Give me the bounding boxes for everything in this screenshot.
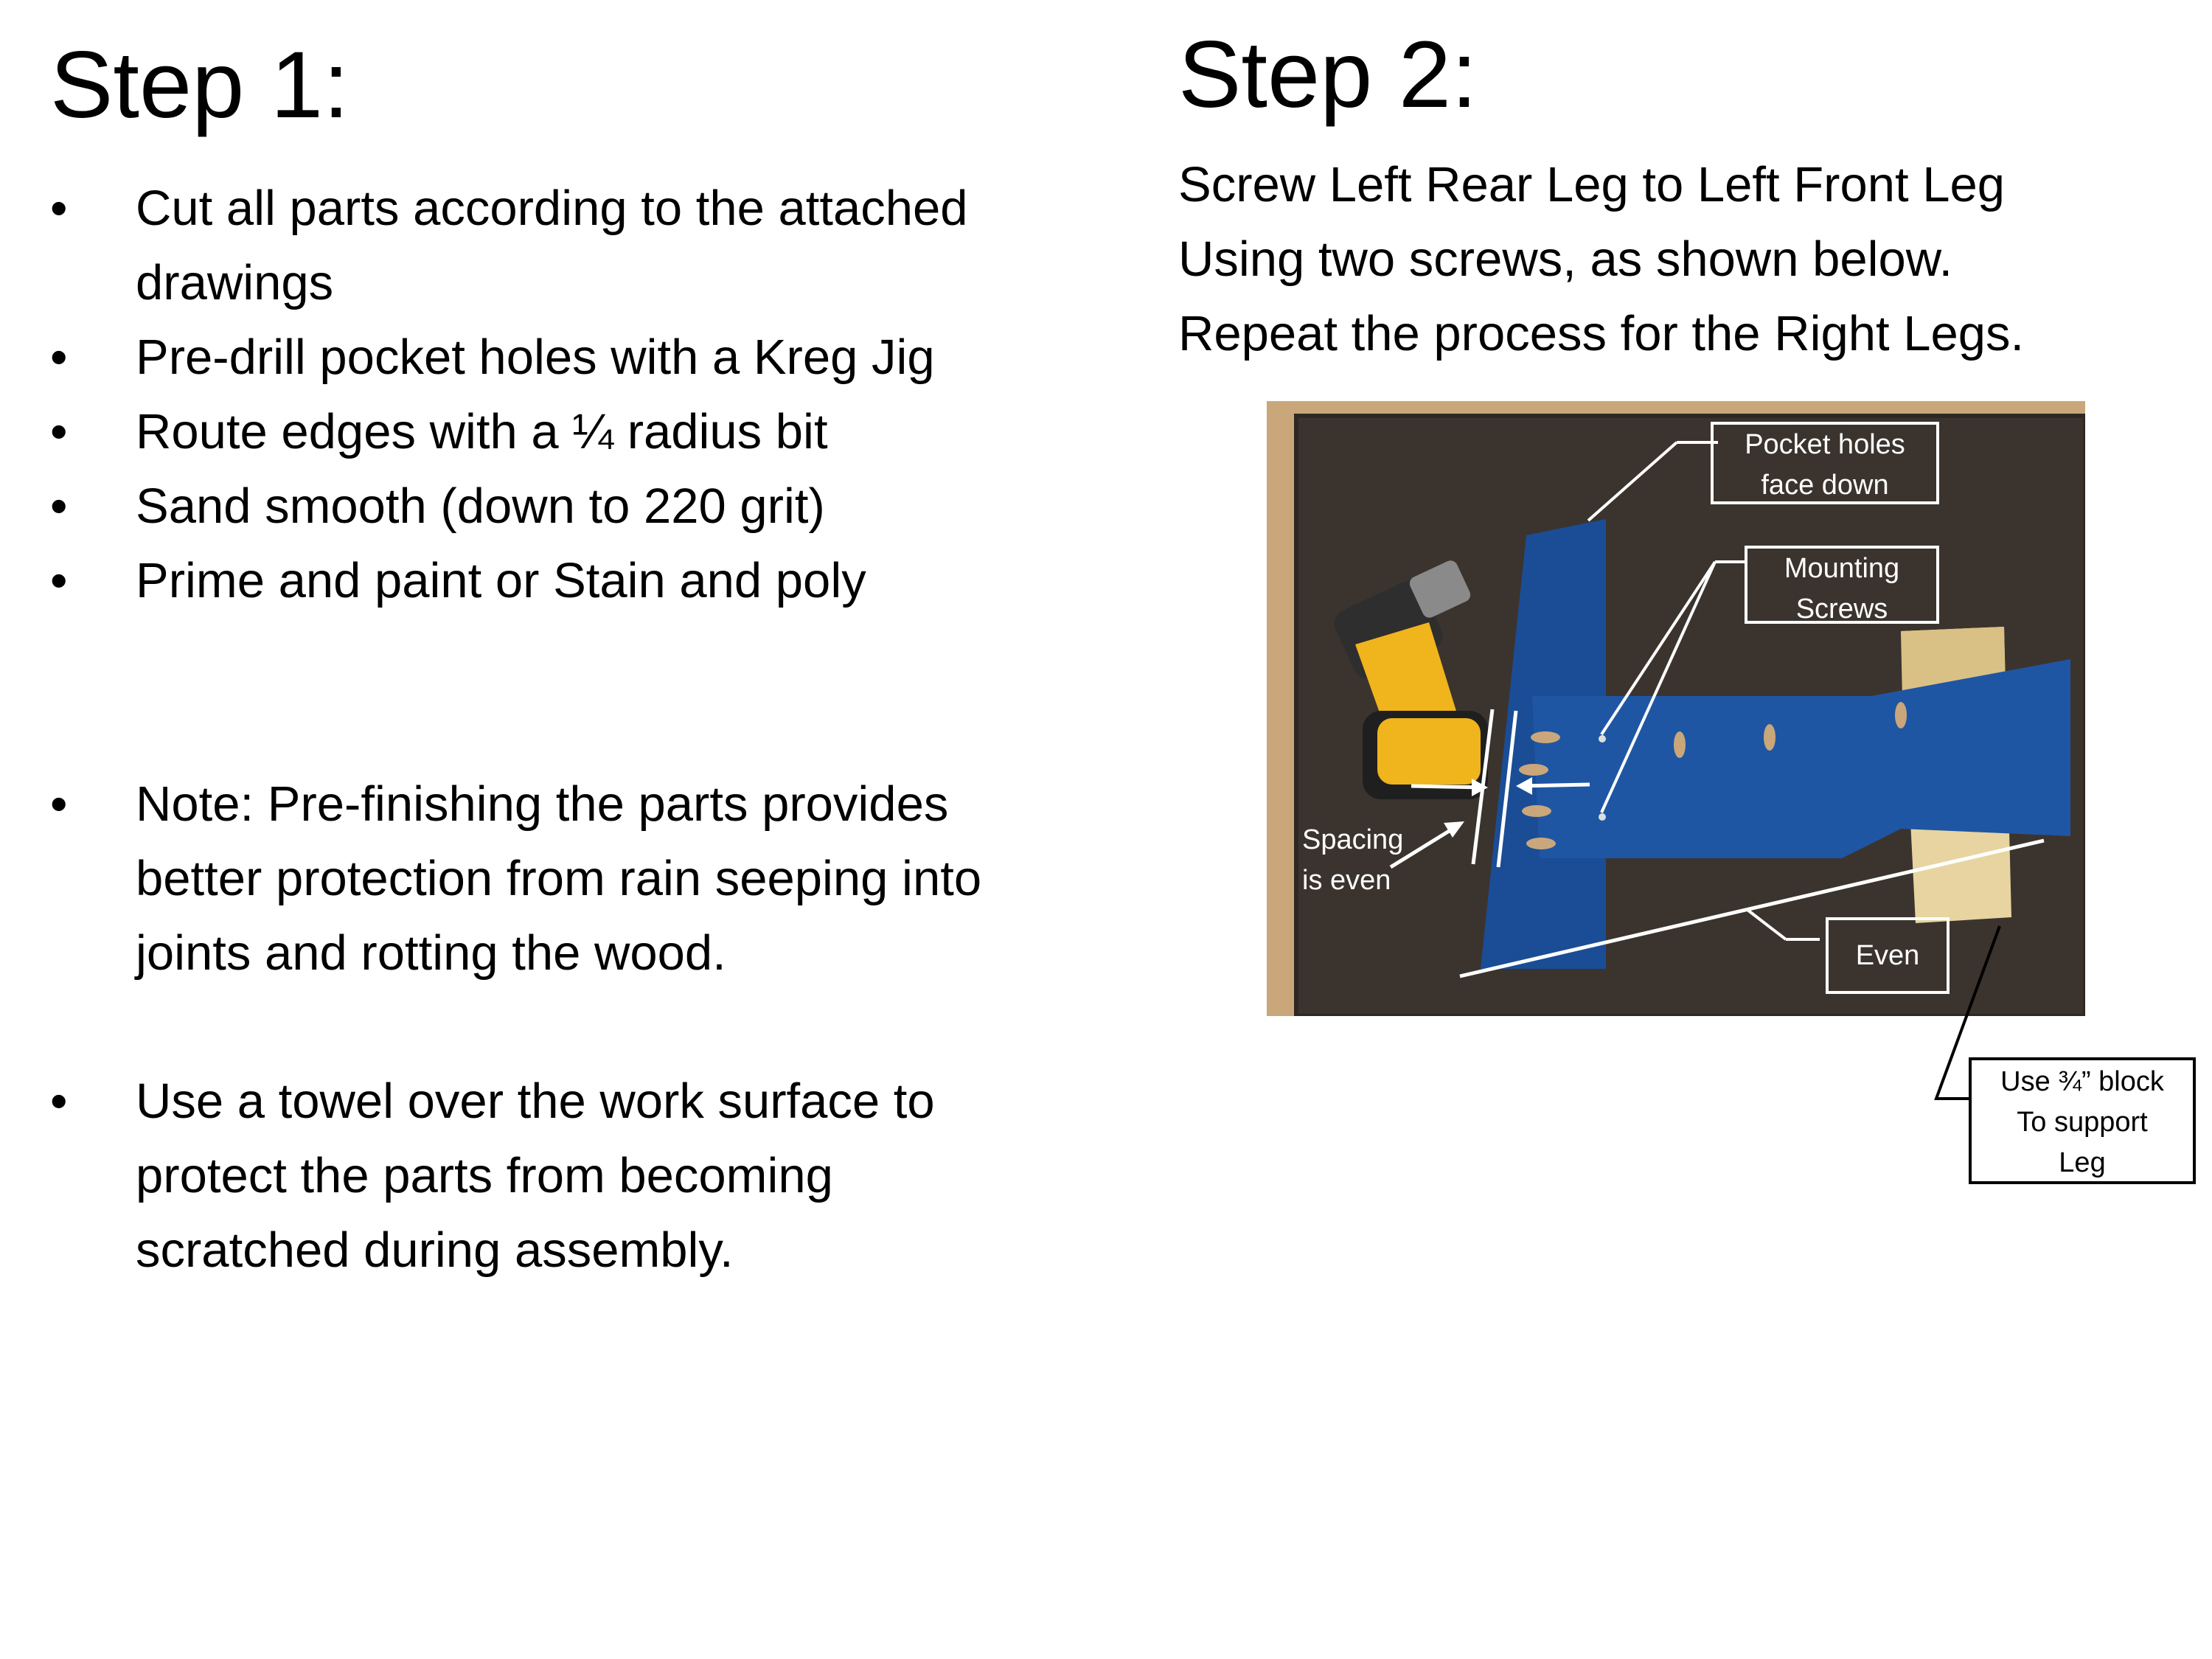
list-item: • Cut all parts according to the attache… [50, 171, 1016, 320]
bullet-dot: • [50, 479, 68, 534]
list-item: • Sand smooth (down to 220 grit) [50, 469, 1016, 543]
list-item: • Note: Pre-finishing the parts provides… [50, 767, 1016, 990]
list-item: • Route edges with a ¼ radius bit [50, 394, 1016, 469]
pocket-hole [1531, 731, 1560, 743]
callout-line: Use ¾” block [2000, 1066, 2164, 1097]
drill-battery-label [1377, 718, 1481, 785]
pocket-hole [1674, 731, 1686, 758]
callout-line: Leg [2059, 1147, 2106, 1178]
leader-line [1587, 441, 1678, 522]
bullet-text: Use a towel over the work surface to pro… [136, 1074, 935, 1278]
description-line: Screw Left Rear Leg to Left Front Leg [1178, 157, 2006, 212]
label-line: Pocket holes [1745, 429, 1905, 460]
pocket-hole [1895, 702, 1907, 728]
alignment-line [1459, 838, 2045, 978]
drill-chuck [1409, 560, 1471, 618]
spacing-arrowhead [1516, 777, 1532, 795]
spacing-label: Spacing is even [1302, 820, 1420, 901]
spacing-mark [1496, 710, 1518, 868]
pocket-hole [1522, 805, 1551, 817]
bullet-text: Pre-drill pocket holes with a Kreg Jig [136, 330, 935, 385]
pocket-holes-label: Pocket holes face down [1711, 422, 1939, 504]
mounting-screw [1599, 735, 1606, 742]
mounting-screw [1599, 813, 1606, 821]
bullet-dot: • [50, 181, 68, 236]
towel-edge [1294, 414, 2085, 1016]
label-line: Spacing [1302, 824, 1404, 855]
list-item: • Prime and paint or Stain and poly [50, 543, 1016, 618]
spacing-arrow [1389, 822, 1461, 869]
bullet-text: Prime and paint or Stain and poly [136, 553, 866, 608]
leader-line [1746, 908, 1787, 941]
bullet-dot: • [50, 404, 68, 459]
spacing-arrowhead [1444, 821, 1464, 838]
bullet-dot: • [50, 776, 68, 832]
pocket-hole [1519, 764, 1548, 776]
even-label: Even [1826, 917, 1950, 994]
label-line: Mounting [1784, 553, 1900, 584]
step1-title: Step 1: [50, 32, 349, 138]
block-callout-box: Use ¾” block To support Leg [1969, 1057, 2196, 1184]
bullet-text: Route edges with a ¼ radius bit [136, 404, 828, 459]
list-item: • Pre-drill pocket holes with a Kreg Jig [50, 320, 1016, 394]
mounting-screws-label: Mounting Screws [1745, 546, 1939, 625]
description-line: Repeat the process for the Right Legs. [1178, 306, 2025, 361]
leader-line [1600, 560, 1717, 736]
label-line: face down [1761, 470, 1889, 501]
assembly-photo: Pocket holes face down Mounting Screws S… [1267, 401, 2085, 1016]
step2-description: Screw Left Rear Leg to Left Front Leg Us… [1178, 147, 2196, 371]
step1-bullet-list: • Cut all parts according to the attache… [50, 171, 1016, 1287]
step2-title: Step 2: [1178, 22, 1478, 128]
description-line: Using two screws, as shown below. [1178, 232, 1953, 287]
bullet-text: Sand smooth (down to 220 grit) [136, 479, 825, 534]
leader-line [1600, 561, 1717, 813]
list-item: • Use a towel over the work surface to p… [50, 1064, 1016, 1287]
assembly-photo-illustration [1267, 401, 2085, 1016]
bullet-dot: • [50, 553, 68, 608]
label-line: is even [1302, 865, 1391, 896]
spacing-arrowhead [1472, 779, 1488, 796]
bullet-dot: • [50, 1074, 68, 1129]
callout-line: To support [2017, 1107, 2148, 1138]
bullet-dot: • [50, 330, 68, 385]
pocket-hole [1526, 838, 1556, 849]
pocket-hole [1764, 724, 1775, 751]
bullet-text: Note: Pre-finishing the parts provides b… [136, 776, 982, 981]
bullet-text: Cut all parts according to the attached … [136, 181, 968, 310]
label-line: Screws [1795, 594, 1888, 625]
rear-leg [1532, 659, 2070, 858]
